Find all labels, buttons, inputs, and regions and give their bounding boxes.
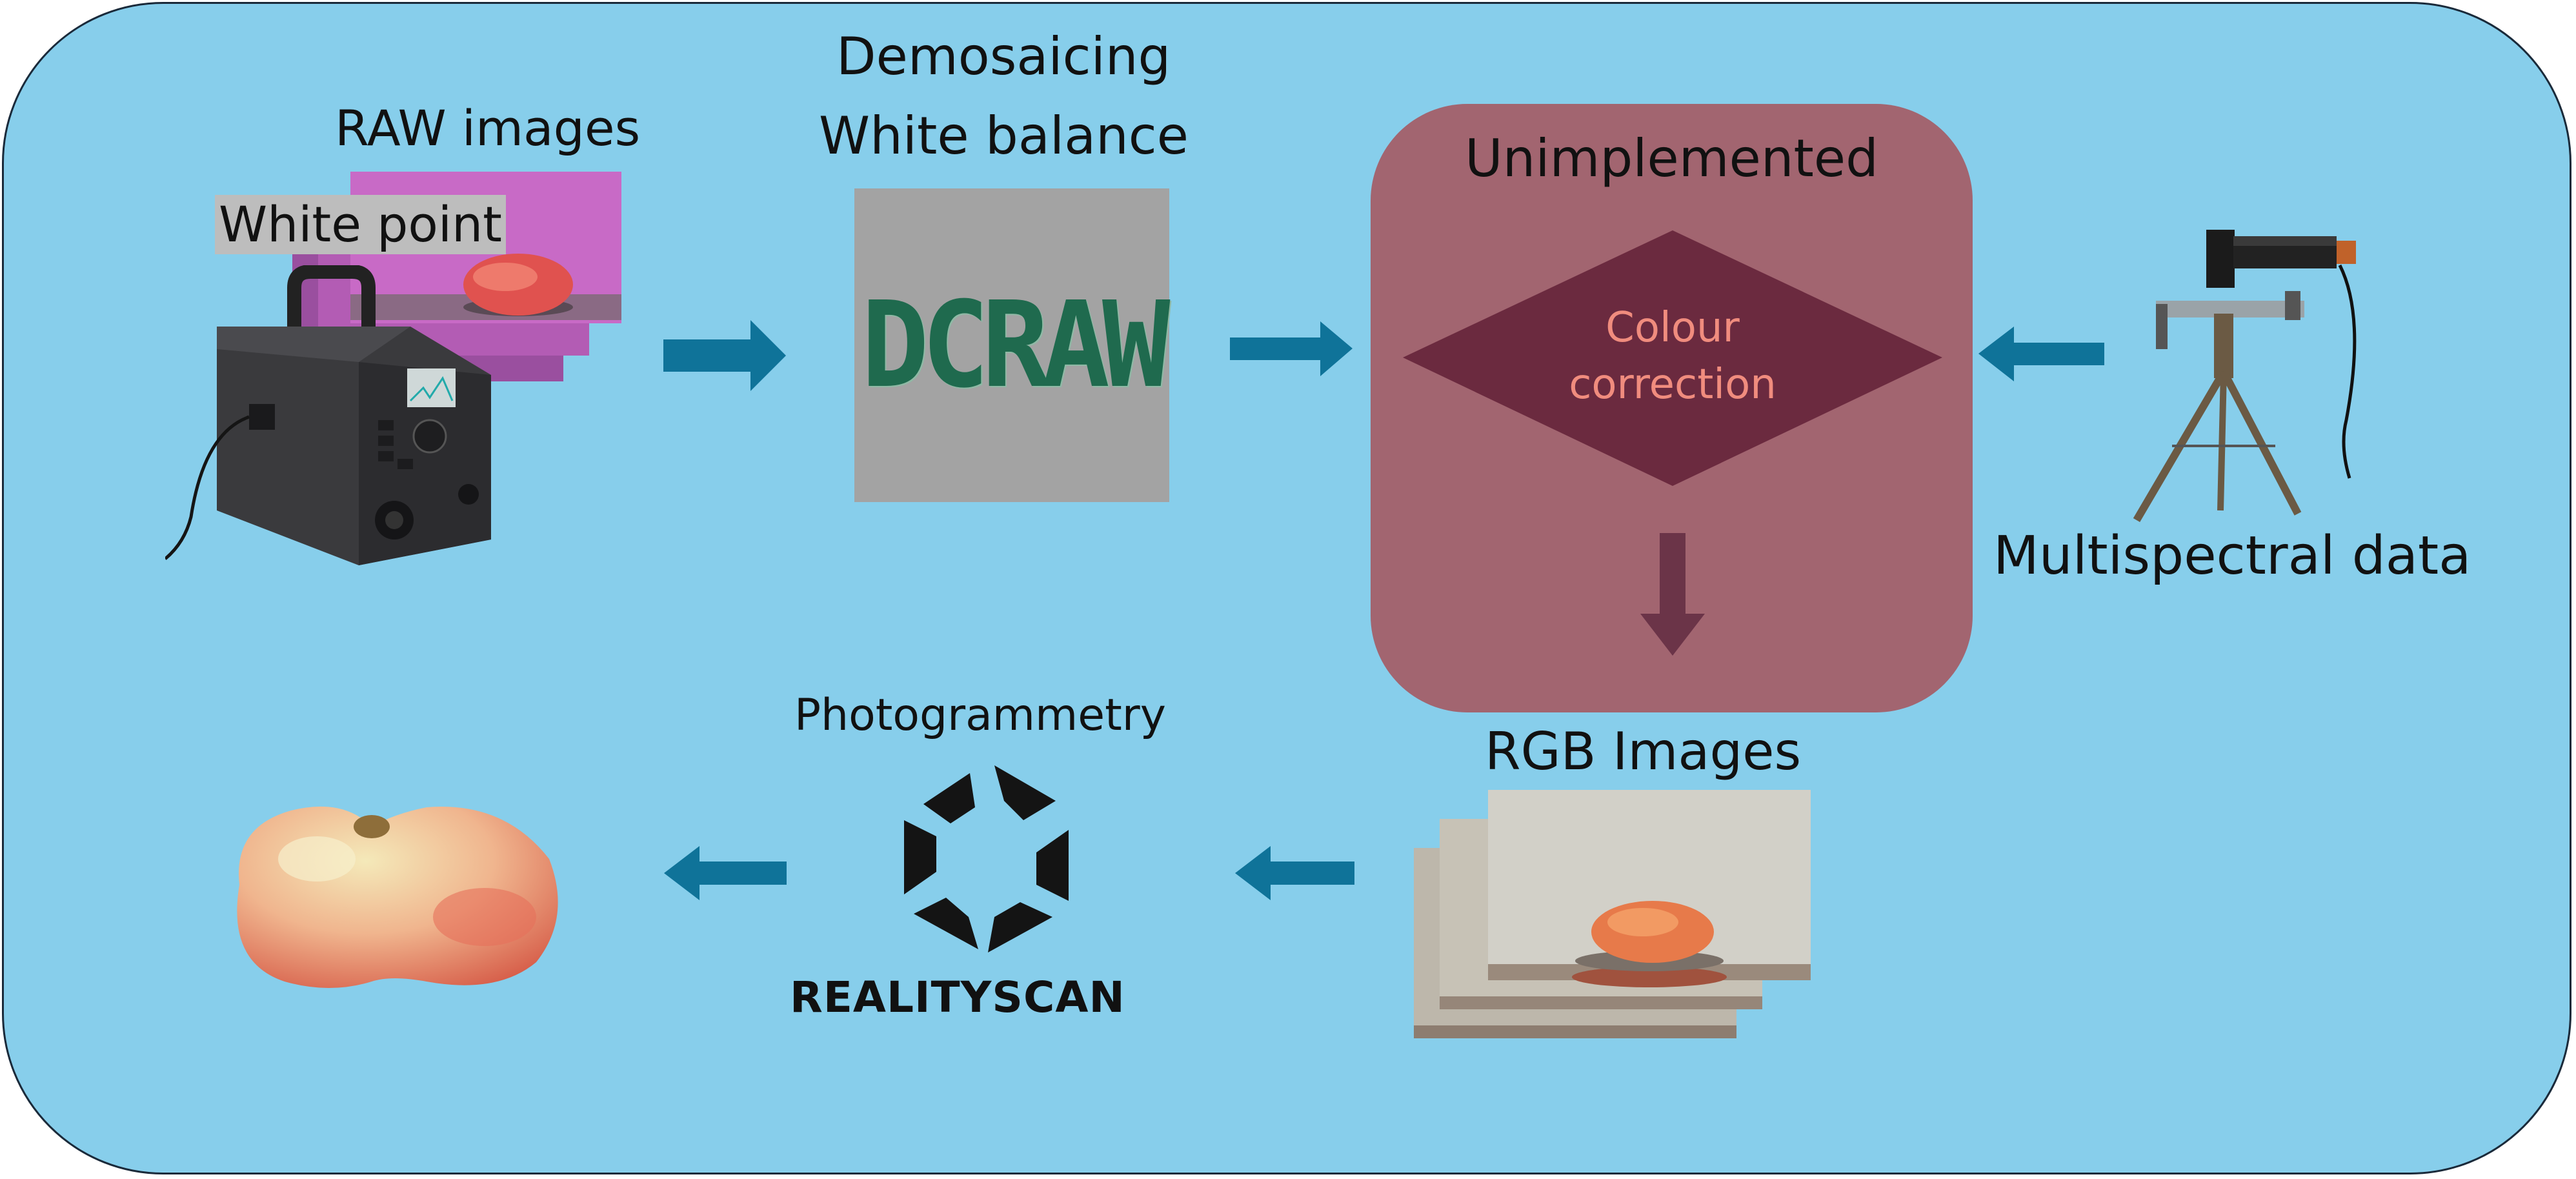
white-point-label: White point (215, 195, 506, 254)
light-source-device (165, 265, 501, 569)
colour-correction-line1: Colour (1605, 304, 1740, 352)
rgb-images-stack (1414, 790, 1814, 1042)
dcraw-text: DCRAW (861, 276, 1171, 414)
realityscan-aperture-icon (901, 759, 1075, 952)
arrow-left-3 (1978, 323, 2104, 385)
unimplemented-box: Unimplemented Colour correction (1371, 104, 1973, 712)
demosaicing-label: Demosaicing (836, 26, 1171, 86)
multispectral-data-label: Multispectral data (1993, 525, 2471, 587)
colour-correction-line2: correction (1569, 361, 1776, 408)
white-balance-label: White balance (819, 106, 1189, 166)
multispectral-camera-icon (2127, 227, 2398, 530)
raw-images-label: RAW images (335, 99, 641, 157)
photogrammetry-label: Photogrammetry (794, 690, 1166, 741)
3d-peach-model (214, 788, 569, 994)
rgb-images-label: RGB Images (1485, 721, 1802, 781)
arrow-down (1640, 533, 1705, 656)
colour-correction-diamond (1403, 230, 1942, 486)
realityscan-wordmark: REALITYSCAN (790, 972, 1125, 1022)
arrow-right-2 (1230, 318, 1353, 379)
raw-images-stack (292, 168, 634, 407)
arrow-left-4 (1235, 844, 1354, 902)
arrow-right-1 (663, 317, 786, 394)
dcraw-logo: DCRAW (854, 188, 1171, 502)
unimplemented-label: Unimplemented (1465, 128, 1878, 188)
arrow-left-5 (664, 844, 787, 902)
